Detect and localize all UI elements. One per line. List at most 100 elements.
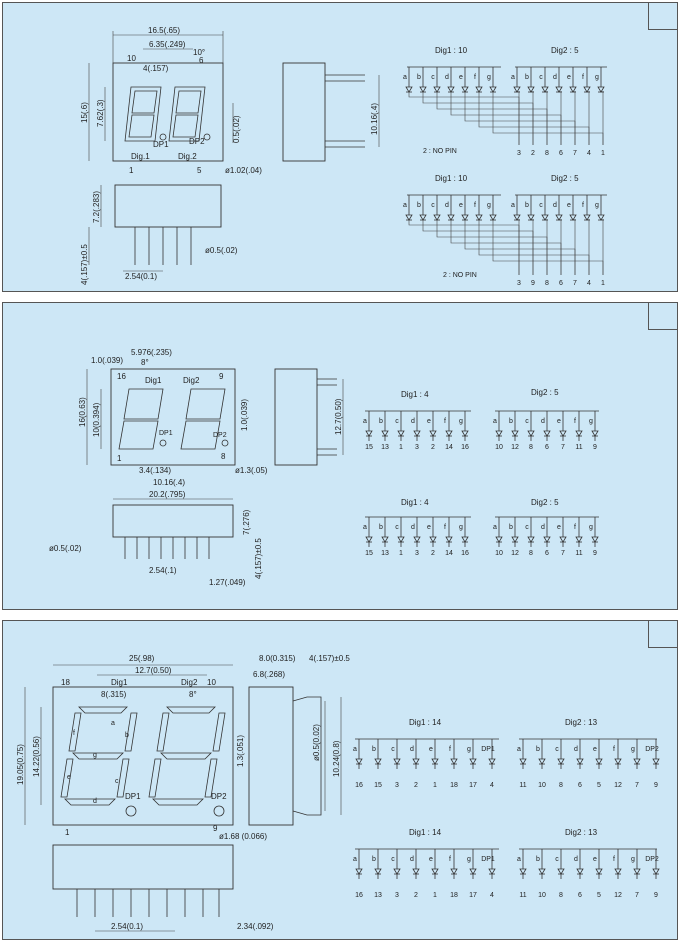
dp2-label: DP2 [211,792,227,801]
diode-icon [365,536,373,543]
seg-d-label: d [93,798,97,805]
segment-label: e [459,74,463,81]
diode-icon [431,758,439,765]
diode-icon [576,758,584,765]
diode-icon [541,86,549,93]
diode-icon [431,868,439,875]
pin-label: 5 [597,782,601,789]
pin-label: 2 [414,782,418,789]
circuit-note: 2 : NO PIN [423,148,457,155]
pin-label: 6 [559,150,563,157]
side-view: 10.16(.4) [282,62,380,162]
diode-icon [519,758,527,765]
dig2-label: Dig2 [183,376,200,385]
seg-dim: 4(.157) [143,64,169,73]
dp2-label: DP2 [213,432,227,439]
diode-icon [433,86,441,93]
seg-w-dim: 1.0(.039) [91,356,123,365]
slant-label: 10° [193,48,205,57]
circuit-dig2-title: Dig2 : 5 [531,388,559,397]
diode-icon [397,536,405,543]
pin-label: 10 [495,550,503,557]
diode-icon [374,758,382,765]
diode-icon [569,214,577,221]
segment-label: DP2 [645,856,659,863]
circuit-dig2-title: Dig2 : 5 [531,498,559,507]
pin-label: 7 [573,150,577,157]
pitch-dim: 2.54(0.1) [111,922,143,931]
diode-icon [614,758,622,765]
pin-label: 8 [529,550,533,557]
circuit-dig1-title: Dig1 : 4 [401,498,429,507]
pin-label: 17 [469,892,477,899]
pin-label: 12 [511,444,519,451]
pin-top-right: 9 [219,372,224,381]
bottom-view: 20.2(.795) 7(.276) 4(.157)±0.5 ø0.5(.02)… [49,490,263,587]
digit-dim: 7.62(.3) [96,99,105,127]
segment-label: f [474,74,476,81]
diode-icon [475,214,483,221]
pin-bottom-right: 8 [221,452,226,461]
pin-label: 9 [654,782,658,789]
width-dim: 25(.98) [129,654,155,663]
diode-icon [447,86,455,93]
diode-icon [569,86,577,93]
pin-label: 10 [538,782,546,789]
diode-icon [461,536,469,543]
diode-icon [488,758,496,765]
circuit-dig2-title: Dig2 : 5 [551,174,579,183]
pin-bottom-right: 5 [197,166,202,175]
side-inner-dim: ø0.5(0.02) [312,724,321,761]
diode-icon [555,86,563,93]
diode-icon [413,430,421,437]
diode-icon [559,536,567,543]
pin-label: 15 [374,782,382,789]
pin-label: 15 [365,444,373,451]
pin-label: 3 [395,782,399,789]
side-depth-dim: 12.7(0.50) [334,398,343,435]
segment-label: DP1 [481,856,495,863]
circuit-dig1-title: Dig1 : 14 [409,828,442,837]
pin-label: 3 [415,444,419,451]
segment-label: b [372,746,376,753]
diode-icon [405,86,413,93]
pin-label: 6 [559,280,563,287]
pin-label: 10 [495,444,503,451]
pin-label: 14 [445,550,453,557]
diode-icon [488,868,496,875]
pin-label: 1 [433,892,437,899]
diode-icon [557,758,565,765]
seg-b-label: b [125,732,129,739]
diode-icon [513,214,521,221]
diode-icon [597,214,605,221]
pin-bottom-left: 1 [65,828,70,837]
pin-label: 6 [578,892,582,899]
pin-len-dim: 4(.157)±0.5 [80,244,89,285]
seg-h-dim: 1.0(.039) [240,399,249,431]
diode-icon [527,536,535,543]
diode-icon [355,868,363,875]
segment-label: g [631,856,635,863]
digit-dim: 10(0.394) [92,402,101,437]
segment-label: d [541,524,545,531]
hole-dim: ø1.02(.04) [225,166,262,175]
segment-label: a [493,524,497,531]
pin-label: 16 [461,550,469,557]
pin-label: 1 [399,550,403,557]
diode-icon [527,86,535,93]
segment-label: c [431,202,435,209]
segment-label: f [449,856,451,863]
segment-label: DP2 [645,746,659,753]
diode-icon [461,214,469,221]
segment-label: c [431,74,435,81]
inner-dim: 5.976(.235) [131,348,172,357]
pin-label: 11 [519,782,526,789]
diode-icon [614,868,622,875]
diode-icon [652,868,660,875]
pin-label: 7 [561,550,565,557]
segment-label: a [403,74,407,81]
bottom-view: 7.2(.283) 4(.157)±0.5 ø0.5(.02) 2.54(0.1… [80,184,238,285]
diode-icon [591,536,599,543]
pin-bottom-right: 9 [213,824,218,833]
